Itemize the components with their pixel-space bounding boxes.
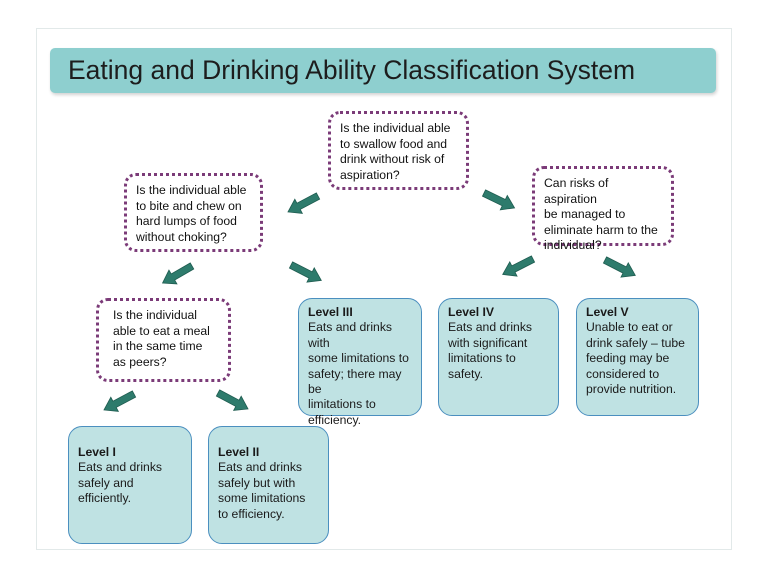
arrow-bite-to-meal [158, 258, 197, 291]
level-3-description: Eats and drinks with some limitations to… [308, 320, 409, 427]
arrow-aspiration-to-level-5 [600, 252, 640, 283]
level-2-title: Level II [218, 445, 260, 459]
level-5-box: Level V Unable to eat or drink safely – … [576, 298, 699, 416]
question-aspiration-risk: Can risks of aspiration be managed to el… [532, 166, 674, 252]
level-3-title: Level III [308, 305, 353, 319]
level-1-title: Level I [78, 445, 116, 459]
page-title: Eating and Drinking Ability Classificati… [68, 55, 636, 85]
title-bar: Eating and Drinking Ability Classificati… [50, 48, 716, 93]
level-2-description: Eats and drinks safely but with some lim… [218, 460, 306, 521]
level-4-description: Eats and drinks with significant limitat… [448, 320, 533, 381]
level-1-description: Eats and drinks safely and efficiently. [78, 460, 163, 506]
level-5-title: Level V [586, 305, 629, 319]
question-bite-chew: Is the individual able to bite and chew … [124, 173, 263, 252]
level-3-box: Level III Eats and drinks with some limi… [298, 298, 422, 427]
level-4-title: Level IV [448, 305, 495, 319]
question-meal-time: Is the individual able to eat a meal in … [96, 298, 231, 382]
arrow-swallow-to-bite [283, 188, 323, 220]
level-5-description: Unable to eat or drink safely – tube fee… [586, 320, 685, 397]
level-1-box: Level I Eats and drinks safely and effic… [68, 426, 192, 544]
arrow-swallow-to-aspiration [480, 185, 519, 216]
arrow-bite-to-level-3 [286, 257, 326, 288]
arrow-aspiration-to-level-4 [498, 251, 538, 282]
arrow-meal-to-level-2 [213, 385, 253, 417]
level-2-box: Level II Eats and drinks safely but with… [208, 426, 329, 544]
question-swallow: Is the individual able to swallow food a… [328, 111, 469, 190]
level-4-box: Level IV Eats and drinks with significan… [438, 298, 559, 416]
arrow-meal-to-level-1 [99, 386, 139, 418]
